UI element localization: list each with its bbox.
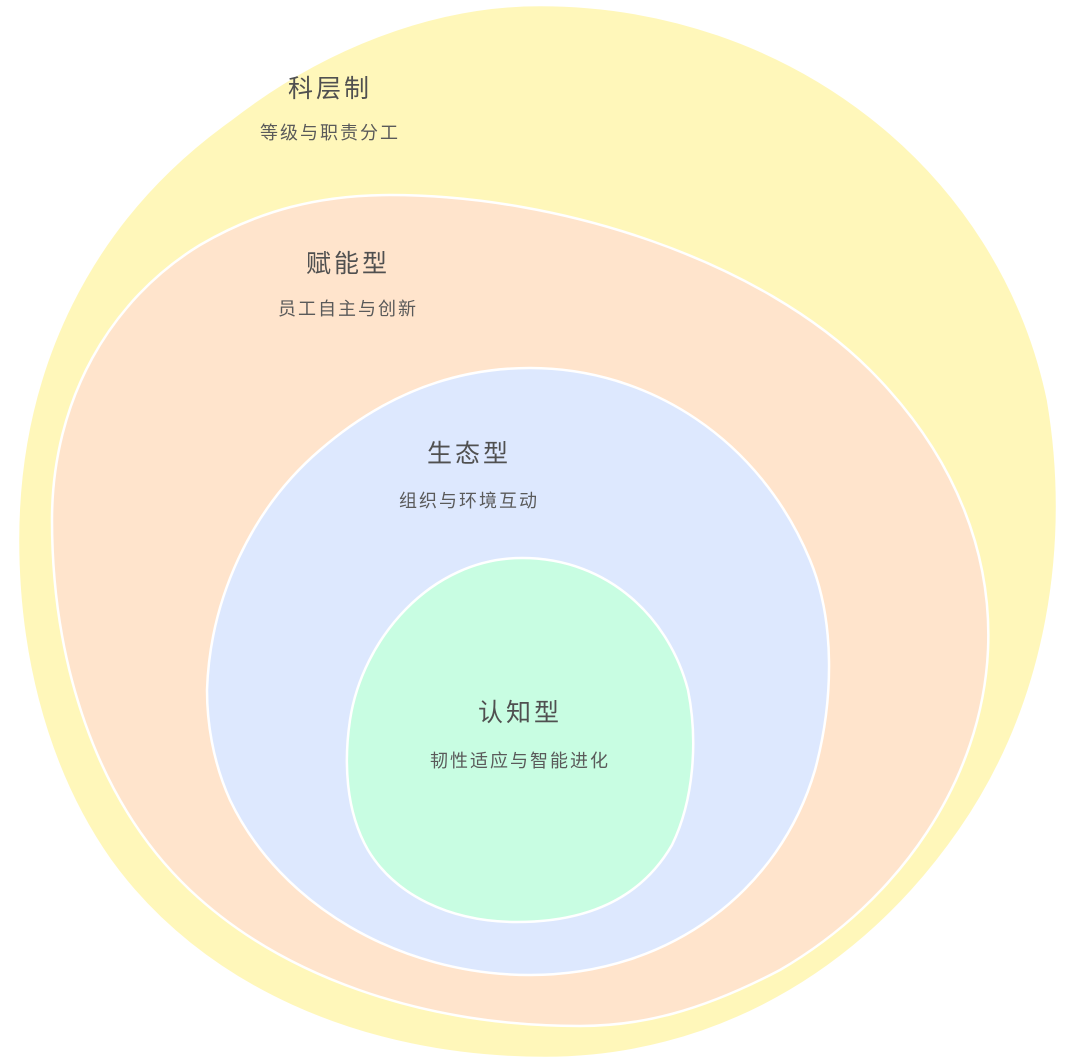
layer-empowerment-subtitle: 员工自主与创新 bbox=[278, 299, 418, 320]
layer-empowerment-title: 赋能型 bbox=[305, 249, 390, 278]
layer-cognitive-shape bbox=[345, 556, 695, 924]
layer-bureaucratic-title: 科层制 bbox=[287, 74, 372, 103]
layer-ecosystem-title: 生态型 bbox=[426, 439, 511, 468]
layer-cognitive-subtitle: 韧性适应与智能进化 bbox=[430, 751, 610, 772]
layer-cognitive-label: 认知型 韧性适应与智能进化 bbox=[430, 700, 610, 771]
layer-bureaucratic-label: 科层制 等级与职责分工 bbox=[260, 76, 400, 143]
layer-empowerment-label: 赋能型 员工自主与创新 bbox=[278, 251, 418, 319]
layer-ecosystem-subtitle: 组织与环境互动 bbox=[399, 491, 539, 512]
layer-bureaucratic-subtitle: 等级与职责分工 bbox=[260, 123, 400, 144]
layer-cognitive-title: 认知型 bbox=[477, 698, 562, 727]
layer-ecosystem-label: 生态型 组织与环境互动 bbox=[399, 441, 539, 511]
